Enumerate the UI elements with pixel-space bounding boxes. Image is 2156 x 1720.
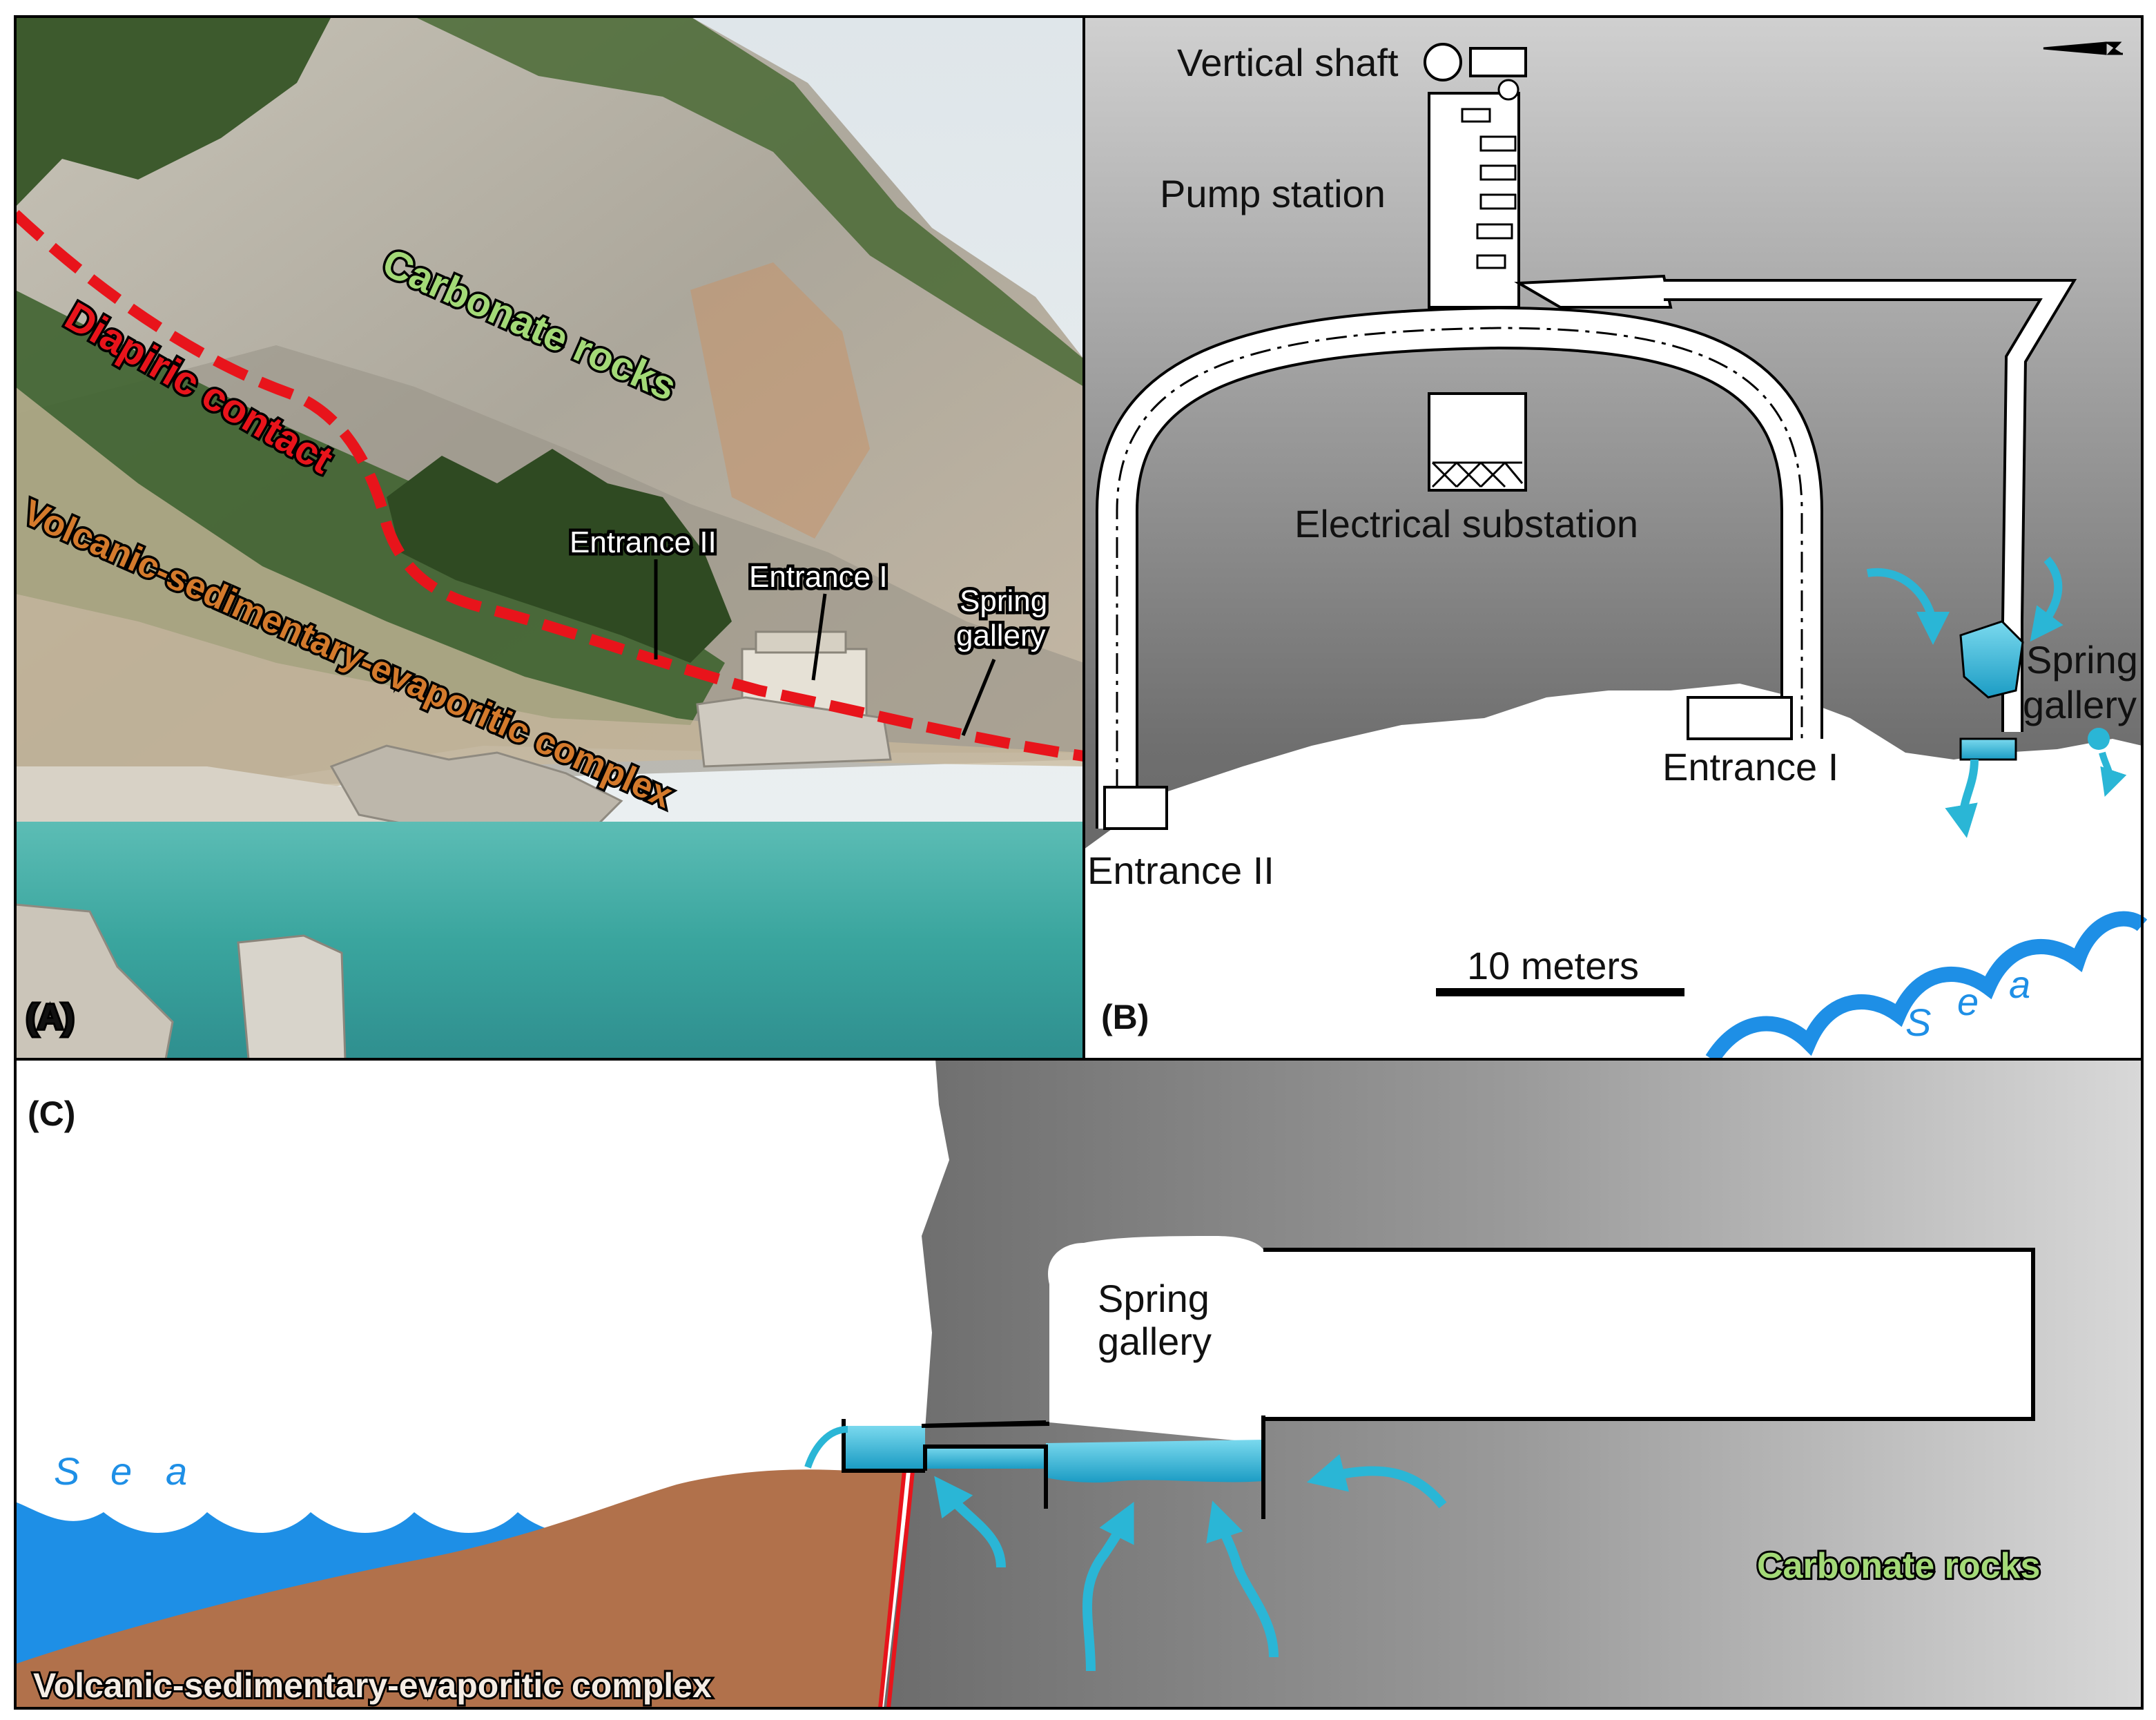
flow-arrow-b-4 [2099, 751, 2127, 797]
gallery-ceiling-step [924, 1422, 1050, 1428]
flow-arrow-c-3 [1206, 1500, 1279, 1658]
spring-gallery-label-a-line2: gallery [956, 619, 1046, 653]
spring-overflow-arrow [804, 1426, 848, 1469]
entrance-i-label-b: Entrance I [1662, 745, 1838, 789]
spring-gallery-label-a-line1: Spring [960, 584, 1047, 618]
spring-gallery-label-c-line2: gallery [1098, 1320, 1212, 1363]
sea-letter-c-3: a [166, 1449, 187, 1493]
panel-a: Carbonate rocks Diapiric contact Volcani… [15, 17, 1084, 1059]
entrance-ii-label-b: Entrance II [1087, 849, 1274, 892]
spring-gallery-cavity [1048, 1236, 2033, 1443]
panel-c-volcanic-complex [15, 1469, 904, 1708]
panel-b-ground [1084, 684, 2142, 1059]
spring-outlet-b [1959, 737, 2017, 761]
arch-tunnel-centerline [1116, 327, 1803, 829]
panel-c-frame [14, 1058, 2144, 1710]
panel-a-building-roof [755, 630, 847, 654]
vertical-shaft-label: Vertical shaft [1177, 41, 1399, 84]
flow-arrow-b-1 [1866, 568, 1950, 645]
pump-unit-1 [1461, 108, 1491, 123]
spring-gallery-label-b-line1: Spring [2026, 638, 2138, 682]
spring-water-channel-2 [925, 1447, 1046, 1469]
panel-a-cliff-ochre [690, 262, 870, 539]
panel-c: Spring gallery Carbonate rocks Volcanic-… [15, 1059, 2142, 1709]
spring-pool-b [2088, 728, 2110, 750]
panel-b: Vertical shaft Pump station Electrical s… [1084, 17, 2148, 1064]
vertical-shaft-icon [1424, 43, 1462, 81]
panel-a-volcanic-slope [15, 387, 1084, 808]
substation-crosshatch [1431, 461, 1524, 488]
vertical-shaft-housing [1469, 47, 1527, 77]
flow-arrow-b-2 [2030, 557, 2063, 642]
electrical-substation-label: Electrical substation [1294, 502, 1638, 545]
pump-station-label: Pump station [1160, 172, 1386, 215]
panel-a-seawall [696, 696, 892, 768]
panel-a-sea [15, 822, 1084, 1059]
pump-unit-2 [1479, 135, 1517, 152]
spring-gallery-label-c-line1: Spring [1098, 1277, 1210, 1320]
sea-letter-b-1: S [1905, 1001, 1931, 1044]
entrance-ii-marker [1103, 786, 1168, 830]
panel-c-letter: (C) [28, 1094, 75, 1133]
pump-unit-4 [1479, 193, 1517, 210]
flow-arrow-c-4 [1306, 1454, 1447, 1509]
sea-letter-b-2: e [1957, 980, 1979, 1023]
sea-letter-b-3: a [2009, 963, 2030, 1006]
entrance-i-marker [1687, 696, 1793, 740]
panel-a-shore-rock [15, 903, 174, 1059]
pump-unit-6 [1476, 254, 1506, 269]
gallery-connector [1514, 274, 1673, 309]
entrance-i-leader [811, 593, 827, 681]
north-arrow-icon [2043, 41, 2123, 55]
panel-a-concrete-block [237, 934, 347, 1059]
panel-a-vegetation-top [15, 17, 331, 207]
diapiric-contact-line [15, 210, 1084, 762]
flow-arrow-b-3 [1945, 759, 1979, 838]
valve-icon [1497, 79, 1519, 101]
flow-arrow-c-1 [934, 1476, 1006, 1568]
pump-unit-5 [1476, 223, 1513, 240]
spring-gallery-label-b-line2: gallery [2023, 683, 2137, 726]
spring-gallery-leader [961, 659, 996, 736]
volcanic-complex-label-c: Volcanic-sedimentary-evaporitic complex [33, 1666, 712, 1705]
sea-letter-c-2: e [110, 1449, 132, 1493]
entrance-ii-label-a: Entrance II [570, 525, 717, 559]
diapiric-contact-c-1 [878, 1470, 906, 1709]
diapiric-contact-c-2 [886, 1470, 915, 1709]
panel-b-sea-waves [1705, 911, 2148, 1064]
sea-letter-c-1: S [54, 1449, 79, 1493]
panel-a-letter: (A) [26, 998, 74, 1036]
panel-a-trees [387, 449, 732, 663]
panel-a-vegetation-ridge [414, 17, 1084, 387]
entrance-i-label-a: Entrance I [749, 560, 888, 594]
spring-water-channel-1 [844, 1426, 925, 1469]
pump-unit-3 [1479, 164, 1517, 181]
carbonate-rocks-label-c: Carbonate rocks [1757, 1546, 2040, 1586]
spring-water-pool [1046, 1440, 1263, 1483]
spring-basin-b [1959, 620, 2024, 699]
flow-arrow-c-2 [1082, 1501, 1134, 1672]
scale-bar-label: 10 meters [1467, 944, 1639, 987]
panel-b-letter: (B) [1101, 998, 1149, 1036]
